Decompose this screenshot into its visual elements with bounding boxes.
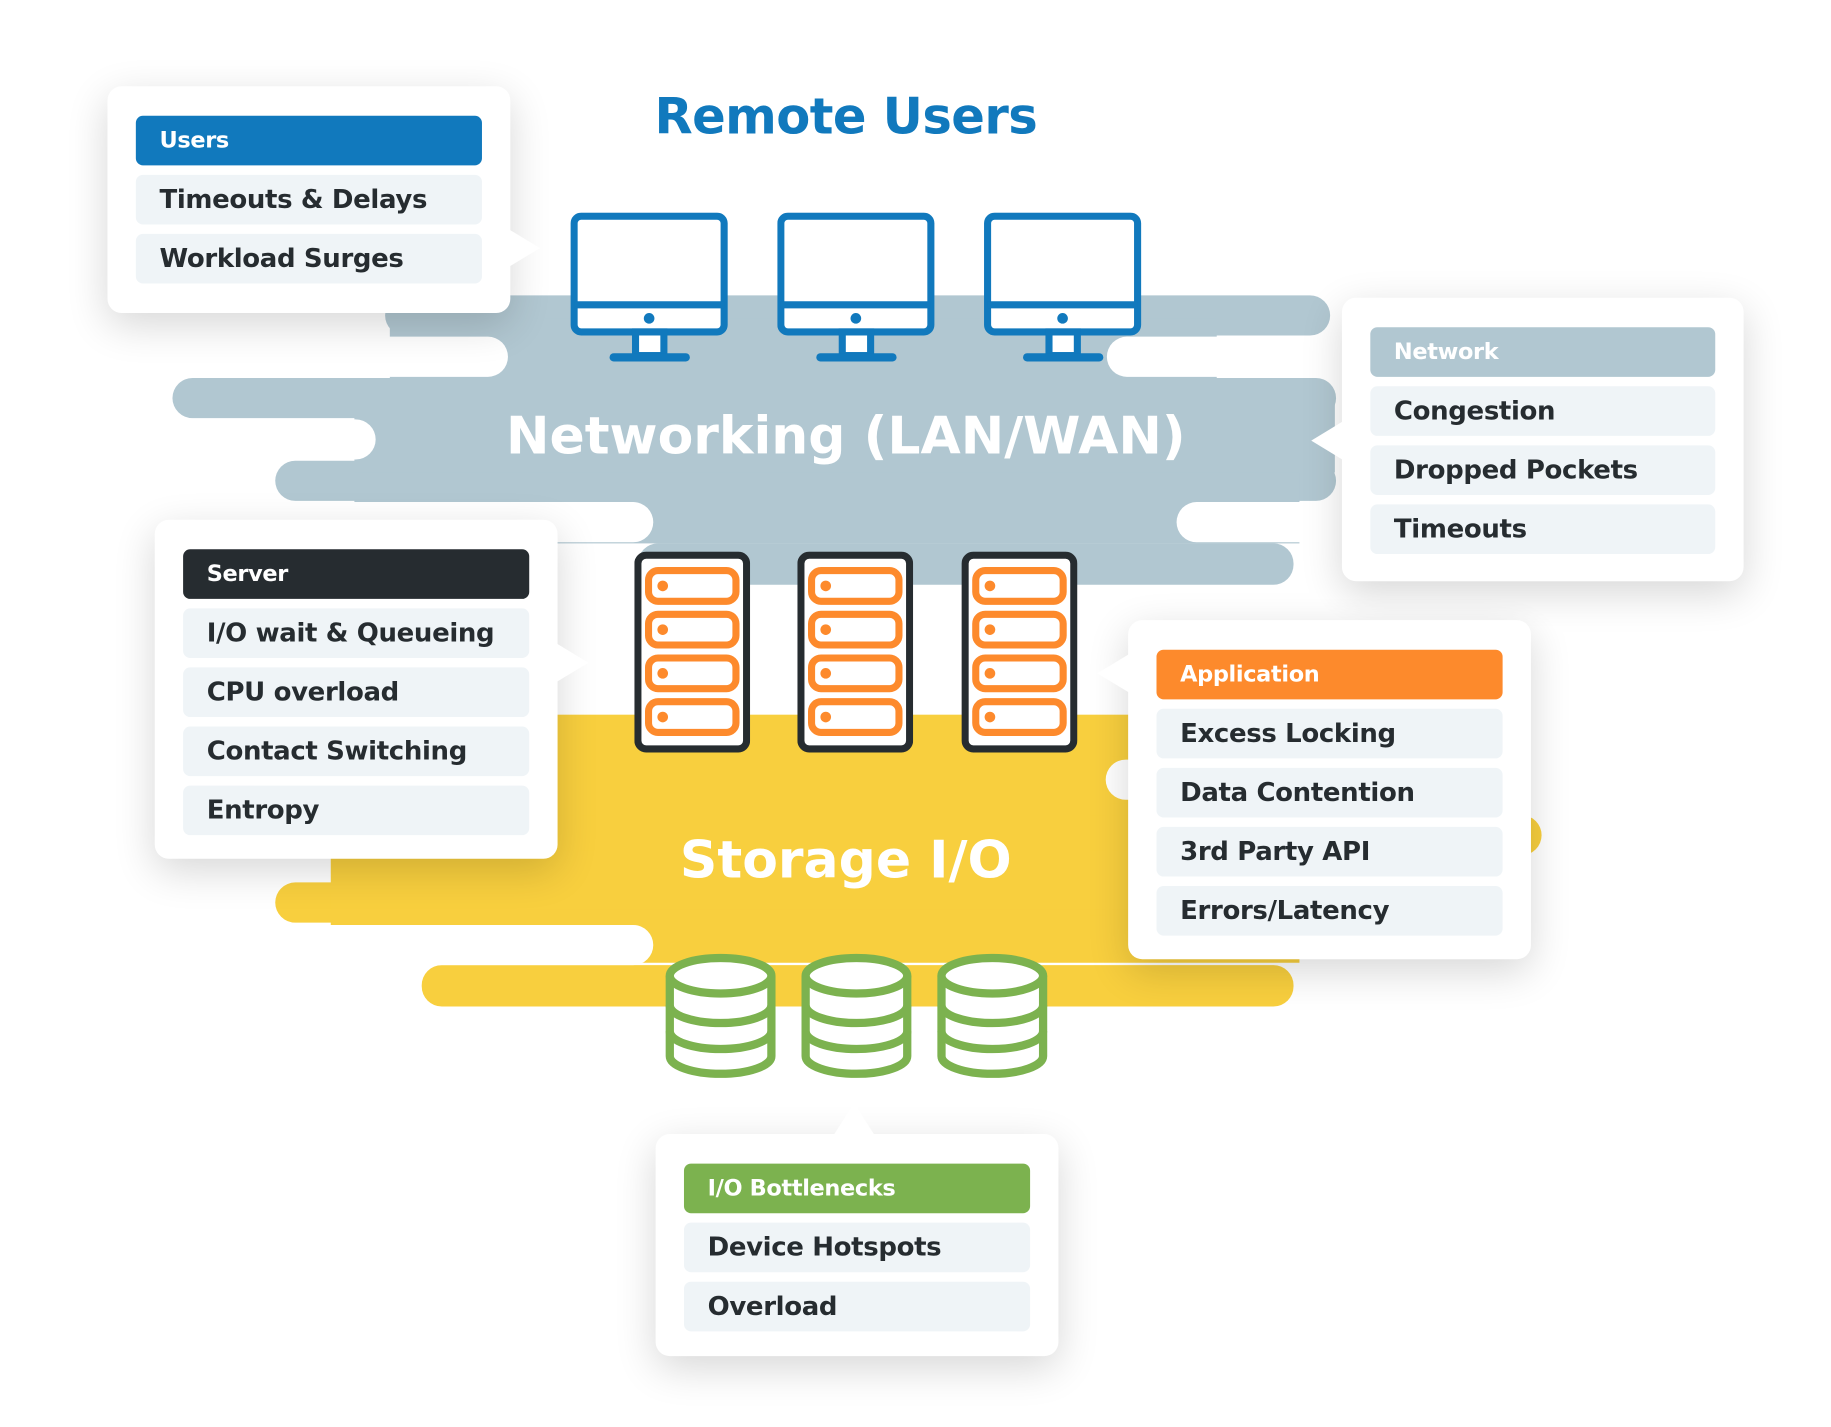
application-card: Application Excess Locking Data Contenti… <box>1097 620 1531 960</box>
application-item: Errors/Latency <box>1156 885 1503 936</box>
page-title: Remote Users <box>654 87 1038 146</box>
io-bottlenecks-card: I/O Bottlenecks Device Hotspots Overload <box>655 1103 1059 1357</box>
io-item: Overload <box>683 1281 1031 1332</box>
application-item: 3rd Party API <box>1156 826 1503 877</box>
io-item: Device Hotspots <box>683 1222 1031 1273</box>
server-item: Entropy <box>183 785 530 836</box>
users-item: Workload Surges <box>135 233 482 284</box>
users-card: Users Timeouts & Delays Workload Surges <box>107 86 540 314</box>
io-card-header: I/O Bottlenecks <box>683 1163 1031 1214</box>
network-card-pointer <box>1311 420 1345 461</box>
network-card-header: Network <box>1370 327 1716 377</box>
network-zone-shape <box>153 295 1413 585</box>
database-icon <box>801 952 912 1084</box>
io-card-pointer <box>832 1103 876 1137</box>
users-card-pointer <box>506 227 540 269</box>
server-icon <box>634 551 751 758</box>
application-card-header: Application <box>1156 649 1503 700</box>
monitor-icon <box>984 212 1142 369</box>
users-card-header: Users <box>135 115 482 166</box>
network-zone-label: Networking (LAN/WAN) <box>505 406 1186 467</box>
database-icon <box>937 952 1048 1084</box>
application-item: Excess Locking <box>1156 708 1503 759</box>
application-item: Data Contention <box>1156 767 1503 818</box>
network-item: Timeouts <box>1370 504 1716 555</box>
database-icon <box>665 952 776 1084</box>
monitor-icon <box>777 212 935 369</box>
network-card: Network Congestion Dropped Pockets Timeo… <box>1311 297 1744 582</box>
storage-zone-label: Storage I/O <box>679 830 1012 891</box>
users-item: Timeouts & Delays <box>135 174 482 225</box>
monitor-icon <box>570 212 729 369</box>
server-item: I/O wait & Queueing <box>183 608 530 658</box>
server-item: Contact Switching <box>183 726 530 777</box>
server-item: CPU overload <box>183 667 530 718</box>
network-item: Congestion <box>1370 386 1716 436</box>
server-card-pointer <box>555 642 589 683</box>
network-item: Dropped Pockets <box>1370 445 1716 495</box>
server-card-header: Server <box>183 549 530 599</box>
application-card-pointer <box>1097 653 1131 694</box>
server-card: Server I/O wait & Queueing CPU overload … <box>154 519 589 859</box>
server-icon <box>961 551 1078 758</box>
server-icon <box>797 551 914 758</box>
